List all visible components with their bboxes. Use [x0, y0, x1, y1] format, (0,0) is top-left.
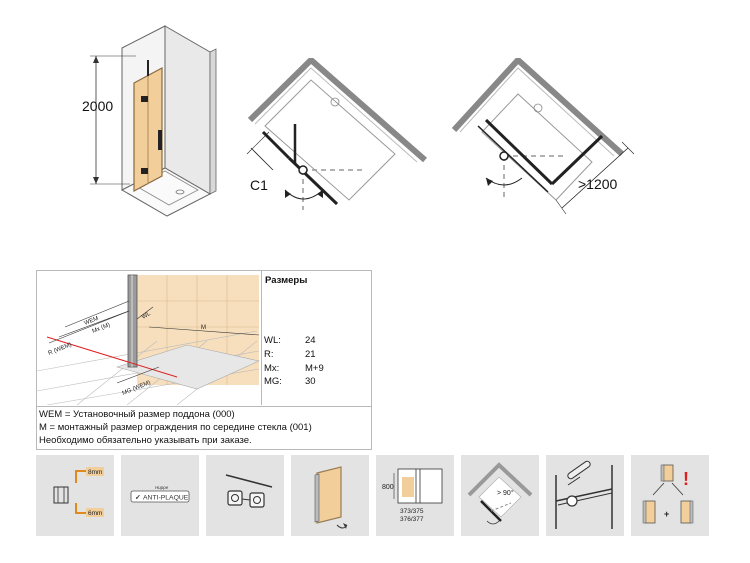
- mx-label: Mx (M): [92, 322, 112, 335]
- installation-diagram: WEM Mx (M) R (WEM) WL M MG (WEM): [37, 271, 262, 405]
- dimensions-title: Размеры: [265, 275, 308, 286]
- svg-text:376/377: 376/377: [400, 516, 424, 523]
- height-label: 2000: [82, 98, 114, 114]
- svg-text:+: +: [664, 509, 669, 519]
- plan-view-c1: [246, 58, 427, 210]
- wall-mount-icon: [546, 455, 624, 536]
- svg-text:✓: ✓: [135, 495, 141, 502]
- glass-thickness-icon: 8mm 6mm: [36, 455, 114, 536]
- door-swing-icon: [291, 455, 369, 536]
- note-m: M = монтажный размер ограждения по серед…: [39, 422, 312, 433]
- plan-view-width: [452, 58, 635, 215]
- table-notes: WEM = Установочный размер поддона (000) …: [37, 406, 371, 450]
- svg-text:> 90°: > 90°: [497, 489, 514, 497]
- svg-text:ANTI-PLAQUE: ANTI-PLAQUE: [143, 495, 189, 502]
- r-label: R (WEM): [48, 342, 73, 357]
- dimension-values: Размеры WL:24 R:21 Mx:M+9 MG:30: [264, 275, 324, 387]
- dimension-table: WEM Mx (M) R (WEM) WL M MG (WEM) Размеры…: [36, 270, 372, 450]
- shower-3d-drawing: [90, 25, 217, 217]
- wem-label: WEM: [84, 316, 100, 327]
- svg-text:!: !: [683, 469, 689, 489]
- svg-text:6mm: 6mm: [88, 510, 102, 517]
- anti-plaque-icon: Huppe ✓ ANTI-PLAQUE: [121, 455, 199, 536]
- m-label: M: [201, 325, 206, 331]
- hinge-icon: [206, 455, 284, 536]
- c1-label: C1: [250, 177, 268, 193]
- mg-label: MG (WEM): [122, 380, 152, 397]
- svg-text:800: 800: [382, 484, 394, 491]
- wl-label: WL: [141, 311, 152, 321]
- svg-text:8mm: 8mm: [88, 469, 102, 476]
- svg-text:373/375: 373/375: [400, 508, 424, 515]
- svg-text:Huppe: Huppe: [155, 485, 169, 490]
- combination-alert-icon: + !: [631, 455, 709, 536]
- panel-dimension-icon: 800 373/375 376/377: [376, 455, 454, 536]
- width-label: >1200: [578, 176, 618, 192]
- note-order: Необходимо обязательно указывать при зак…: [39, 435, 252, 446]
- note-wem: WEM = Установочный размер поддона (000): [39, 409, 235, 420]
- angle-icon: > 90°: [461, 455, 539, 536]
